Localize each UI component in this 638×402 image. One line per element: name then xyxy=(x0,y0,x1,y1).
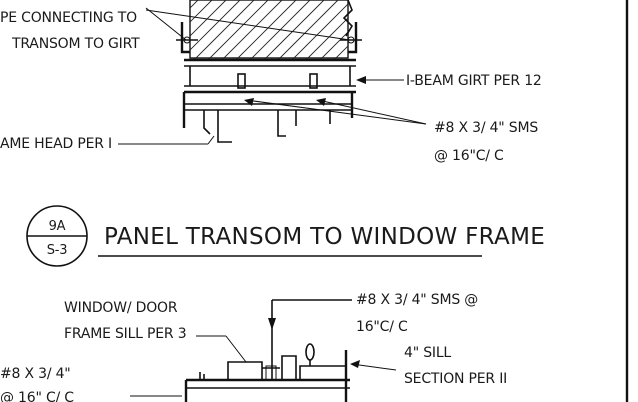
hatch-line xyxy=(305,17,348,60)
hatch-line xyxy=(418,0,478,60)
hatch-line xyxy=(390,0,450,60)
hatch-line xyxy=(190,0,213,23)
hatch-line xyxy=(263,0,325,60)
section-title: PANEL TRANSOM TO WINDOW FRAME xyxy=(104,224,545,250)
clip-angle-left xyxy=(176,22,198,54)
window-frame-head xyxy=(182,92,354,143)
connect-label-line2: TRANSOM TO GIRT xyxy=(11,36,140,52)
bottom-leaders xyxy=(130,299,397,397)
hatch-line xyxy=(291,3,348,60)
hatch-line xyxy=(446,0,506,60)
left-sms-label-line2: @ 16" C/ C xyxy=(0,390,74,402)
section-bubble xyxy=(26,205,88,267)
hatch-line xyxy=(404,0,464,60)
sill4-label-line2: SECTION PER II xyxy=(404,371,507,387)
break-line xyxy=(342,0,354,37)
ibeam-label: I-BEAM GIRT PER 12 xyxy=(406,73,542,89)
transom-panel-hatch xyxy=(189,0,506,60)
hatch-line xyxy=(193,0,255,60)
hatch-line xyxy=(190,0,241,51)
sill-label-line2: FRAME SILL PER 3 xyxy=(64,326,186,342)
hatch-line xyxy=(432,0,492,60)
hatch-line xyxy=(277,0,339,60)
bottom-sms-label-line1: #8 X 3/ 4" SMS @ xyxy=(356,292,478,308)
sill4-label-line1: 4" SILL xyxy=(404,345,451,361)
hatch-line xyxy=(333,45,348,60)
hatch-line xyxy=(190,0,227,37)
bubble-detail-number: 9A xyxy=(49,219,66,234)
hatch-line xyxy=(376,0,436,60)
bottom-sms-label-line2: 16"C/ C xyxy=(356,319,408,335)
bubble-sheet-number: S-3 xyxy=(47,243,68,258)
hatch-line xyxy=(362,0,422,60)
clip-angle-right xyxy=(340,22,362,54)
top-leaders xyxy=(118,7,427,145)
window-sill-frame xyxy=(184,318,350,402)
sms-label-line1: #8 X 3/ 4" SMS xyxy=(434,120,538,136)
ibeam-girt xyxy=(184,58,356,94)
frame-head-label: AME HEAD PER I xyxy=(0,136,112,152)
connect-label-line1: PE CONNECTING TO xyxy=(0,10,137,26)
hatch-line xyxy=(235,0,297,60)
sill-label-line1: WINDOW/ DOOR xyxy=(64,300,178,316)
hatch-line xyxy=(319,31,348,60)
left-sms-label-line1: #8 X 3/ 4" xyxy=(0,366,71,382)
hatch-line xyxy=(221,0,283,60)
hatch-line xyxy=(207,0,269,60)
sms-label-line2: @ 16"C/ C xyxy=(434,148,504,164)
